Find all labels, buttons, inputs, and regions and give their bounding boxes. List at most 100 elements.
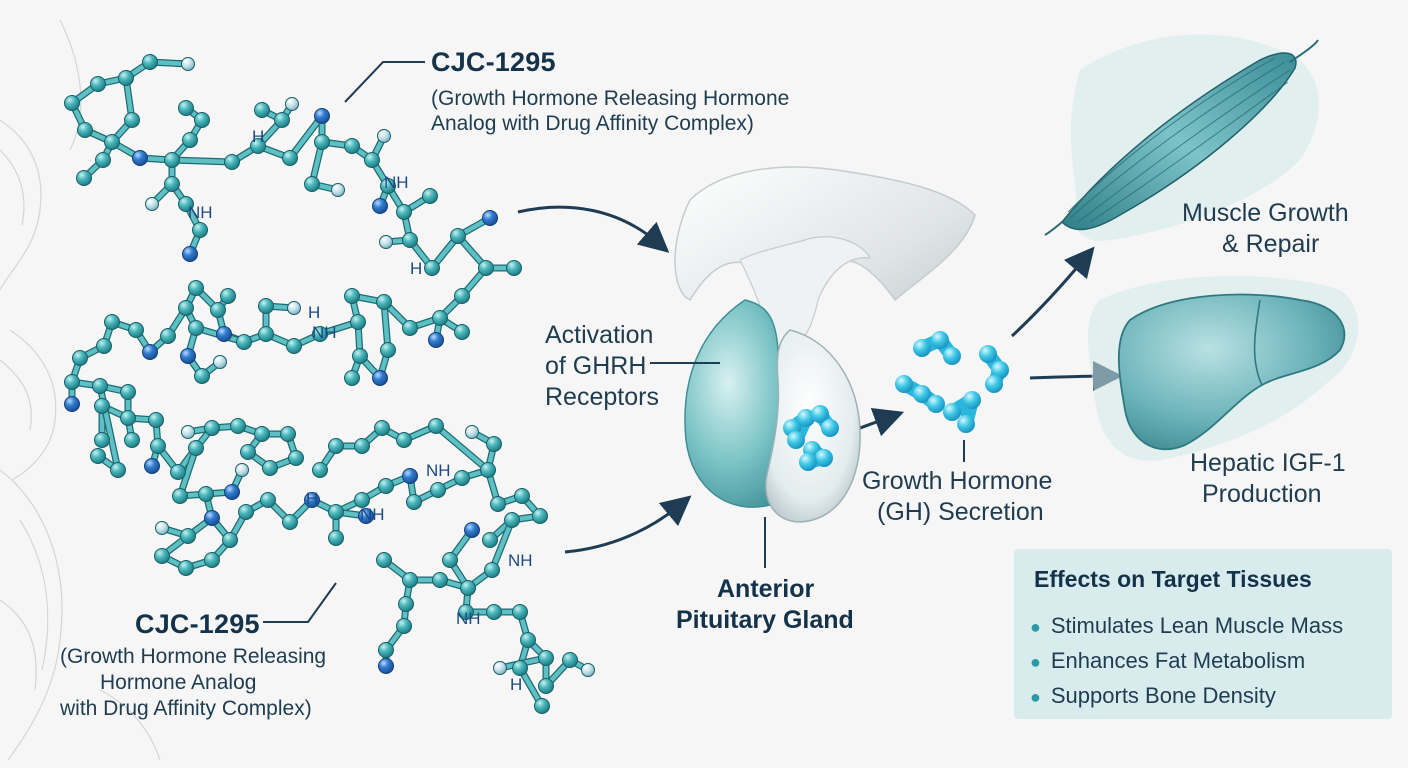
molecule-atom (254, 426, 270, 442)
molecule-atom (282, 150, 298, 166)
peptide-top-name: CJC-1295 (431, 47, 556, 77)
molecule-bond (433, 423, 491, 473)
gh-label-1: Growth Hormone (862, 467, 1053, 495)
liver-label-1: Hepatic IGF-1 (1190, 449, 1346, 477)
atom-label: NH (426, 461, 451, 480)
molecule-atom (432, 572, 448, 588)
molecule-atom (230, 418, 246, 434)
gh-particle (963, 391, 981, 409)
molecule-atom (486, 604, 502, 620)
molecule-atom (222, 532, 238, 548)
molecule-atom (64, 95, 80, 111)
molecule-atom (170, 464, 186, 480)
molecule-atom (354, 438, 370, 454)
atom-label: NH (360, 505, 385, 524)
molecule-atom (210, 302, 226, 318)
molecule-atom (328, 504, 344, 520)
molecule-atom (312, 326, 328, 342)
molecule-bond (177, 445, 199, 499)
molecule-atom (188, 320, 204, 336)
molecule-atom (262, 460, 278, 476)
molecule-atom (124, 432, 140, 448)
gh-particle (821, 419, 839, 437)
molecule-atom (224, 154, 240, 170)
activation-label-1: Activation (545, 321, 654, 349)
molecule-atom (378, 478, 394, 494)
molecule-atom (396, 618, 412, 634)
molecule-atom (96, 338, 112, 354)
effects-item-text: Stimulates Lean Muscle Mass (1050, 613, 1344, 638)
molecule-bond (169, 157, 235, 165)
molecule-atom (181, 57, 195, 71)
gh-particle (985, 375, 1003, 393)
pituitary-label-2: Pituitary Gland (676, 606, 854, 634)
molecule-atom (532, 508, 548, 524)
molecule-atom (464, 522, 480, 538)
molecule-atom (520, 632, 536, 648)
molecule-atom (64, 374, 80, 390)
molecule-atom (364, 152, 380, 168)
molecule-atom (148, 412, 164, 428)
gh-particle (931, 331, 949, 349)
muscle-label-1: Muscle Growth (1182, 199, 1349, 227)
molecule-atom (402, 468, 418, 484)
molecule-atom (484, 562, 500, 578)
atom-label: NH (312, 323, 337, 342)
molecule-atom (304, 492, 320, 508)
molecule-atom (460, 580, 476, 596)
atom-label: NH (456, 609, 481, 628)
atom-label: H (308, 303, 320, 322)
molecule-atom (285, 97, 299, 111)
liver-illustration (1088, 276, 1359, 461)
molecule-atom (182, 246, 198, 262)
molecule-atom (512, 660, 528, 676)
peptide-leader-lines (263, 61, 425, 623)
molecule-atom (178, 300, 194, 316)
molecule-atom (164, 176, 180, 192)
bullet-icon: ● (1030, 617, 1041, 637)
molecule-atom (287, 301, 301, 315)
pituitary-label-1: Anterior (717, 575, 815, 603)
molecule-atom (94, 432, 110, 448)
posterior-lobe (765, 329, 861, 523)
pituitary-gland (674, 166, 976, 568)
molecule-atom (314, 134, 330, 150)
molecule-atom (396, 432, 412, 448)
molecule-atom (220, 288, 236, 304)
growth-hormone-particles (783, 331, 1009, 471)
molecule-atom (120, 384, 136, 400)
molecule-atom (235, 463, 249, 477)
molecule-atom (260, 492, 276, 508)
arrow-molecule-to-pituitary-top (517, 205, 670, 253)
arrow-gh-to-muscle (1010, 246, 1095, 338)
molecule-atom (328, 438, 344, 454)
atom-label: NH (508, 551, 533, 570)
gh-label-2: (GH) Secretion (877, 498, 1044, 526)
gh-particle (991, 361, 1009, 379)
molecule-atom (258, 298, 274, 314)
molecule-atom (376, 294, 392, 310)
effects-list: ● Stimulates Lean Muscle Mass ●Enhances F… (1030, 609, 1343, 714)
gh-particle (913, 385, 931, 403)
molecule-atom (514, 488, 530, 504)
gh-particle (927, 395, 945, 413)
effects-item: ●Enhances Fat Metabolism (1030, 644, 1343, 679)
molecule-atom (104, 134, 120, 150)
molecule-atom (282, 514, 298, 530)
molecule-atom (402, 572, 418, 588)
molecule-atom (72, 350, 88, 366)
molecule-atom (204, 552, 220, 568)
molecule-atom (378, 658, 394, 674)
molecule-atom (328, 530, 344, 546)
atom-label: H (252, 127, 264, 146)
molecule-atom (90, 448, 106, 464)
gh-particle (895, 375, 913, 393)
molecule-atom (258, 326, 274, 342)
liver-label-2: Production (1202, 480, 1322, 508)
molecule-atom (380, 342, 396, 358)
molecule-atom (352, 348, 368, 364)
molecule-atom (192, 222, 208, 238)
molecule-atom (372, 198, 388, 214)
